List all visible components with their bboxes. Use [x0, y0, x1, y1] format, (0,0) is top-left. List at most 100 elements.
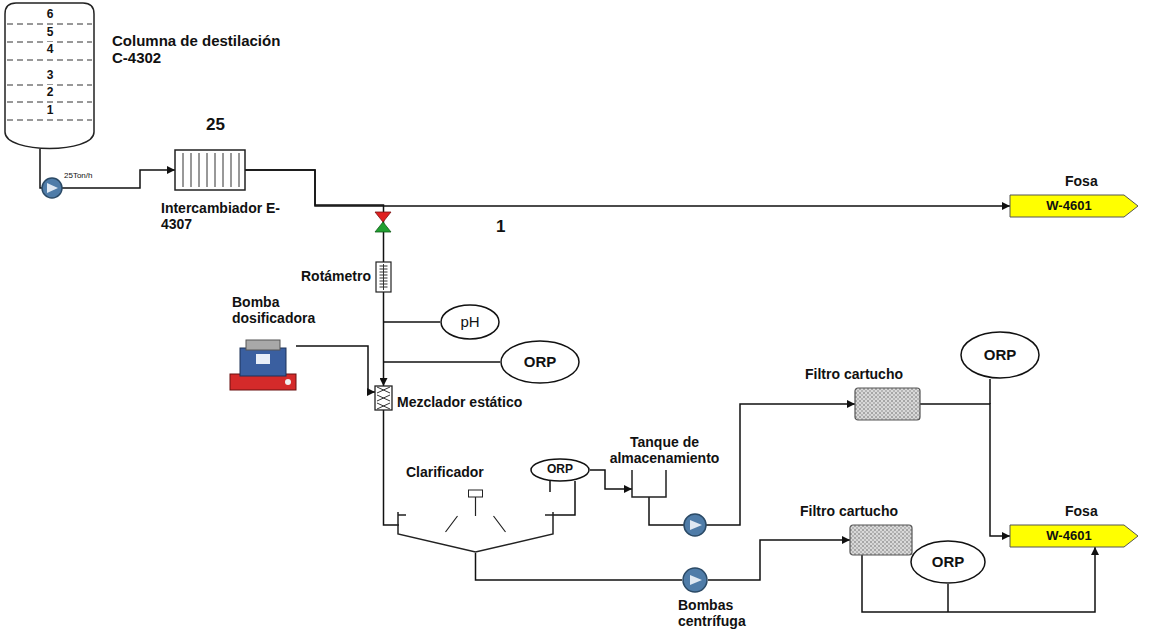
tray-number: 2 [47, 85, 54, 99]
text-holder: Fosa [1065, 503, 1098, 519]
rotameter-tick [380, 281, 388, 282]
instrument-bubble-outline [440, 304, 500, 340]
instrument-wire [384, 361, 501, 363]
tray-line [7, 102, 92, 103]
text-holder: Rotámetro [301, 268, 371, 284]
node-label: Columna de destilación C-4302 [112, 32, 280, 66]
node-label: ORP [547, 463, 573, 477]
instrument-wire [553, 481, 575, 515]
offpage-tag-outline [1010, 525, 1138, 547]
exchanger-plate [223, 153, 224, 187]
stream-number: 25 [206, 115, 225, 134]
rotameter-axis [383, 264, 384, 290]
dosing-pump: Bomba dosificadora [230, 338, 296, 390]
text-holder: Clarificador [406, 464, 484, 480]
process-line [383, 292, 385, 386]
instrument-bubble: pH [440, 304, 500, 340]
offpage-tag: FosaW-4601 [1010, 195, 1138, 217]
label-holder: 4 [40, 43, 60, 56]
process-line [245, 170, 1010, 206]
text-holder: pH [440, 304, 500, 340]
stream-number: 1 [496, 217, 505, 236]
filter-body [855, 388, 920, 420]
tray-number: 1 [47, 103, 54, 117]
text-holder: ORP [960, 331, 1040, 379]
node-label: Tanque de almacenamiento [610, 434, 720, 466]
node-label: pH [460, 313, 479, 330]
clarifier-baffle [446, 516, 506, 532]
distillation-column-outline [4, 2, 95, 152]
process-line [476, 553, 683, 580]
process-line [384, 410, 400, 525]
static-mixer-outline [375, 386, 392, 410]
pump-body [683, 568, 707, 592]
distillation-column: Columna de destilación C-4302 [4, 2, 95, 152]
cartridge-filter: Filtro cartucho [850, 525, 912, 555]
label-holder: 3 [40, 69, 60, 82]
exchanger-plate [183, 153, 184, 187]
pump-body [42, 178, 62, 198]
clarifier-outline [398, 490, 553, 555]
dosing-pump-outline [230, 338, 296, 390]
heat-exchanger-outline [175, 150, 245, 190]
instrument-bubble-outline [960, 331, 1040, 379]
exchanger-plate [199, 153, 200, 187]
text-holder: Intercambiador E-4307 [161, 200, 285, 232]
text-holder: W-4601 [1010, 525, 1138, 547]
node-label: Filtro cartucho [800, 503, 898, 519]
node-label: Intercambiador E-4307 [161, 200, 280, 232]
instrument-bubble-outline [500, 340, 580, 384]
mixer-element [377, 403, 390, 409]
rotameter-tick [380, 275, 388, 276]
instrument-bubble: ORP [960, 331, 1040, 379]
tag-code: W-4601 [1046, 529, 1091, 544]
doser-display [256, 354, 270, 364]
node-label: Filtro cartucho [805, 366, 903, 382]
label-holder: 1 [496, 218, 505, 237]
instrument-wire [989, 379, 991, 404]
instrument-wire [384, 321, 441, 323]
offpage-tag: FosaW-4601 [1010, 525, 1138, 547]
process-line [920, 404, 1010, 536]
process-line [708, 540, 850, 580]
storage-tank: Tanque de almacenamiento [632, 470, 666, 497]
label-holder: 5 [40, 26, 60, 39]
clarifier: Clarificador [398, 490, 553, 555]
tag-code: W-4601 [1046, 199, 1091, 214]
bubble-outline [911, 541, 985, 583]
exchanger-plate [207, 153, 208, 187]
instrument-bubble-outline [530, 458, 590, 482]
clarifier-drive [469, 490, 483, 497]
heat-exchanger: Intercambiador E-4307 [175, 150, 245, 190]
rotameter-tick [380, 266, 388, 267]
label-holder: 25 [206, 116, 225, 135]
valve-symbol [375, 212, 391, 232]
node-label: Fosa [1065, 173, 1098, 189]
text-holder: Bombas centrífuga [678, 597, 778, 629]
offpage-arrow [1010, 525, 1138, 547]
rotameter-tube [376, 262, 391, 292]
cartridge-filter-outline [850, 525, 912, 555]
bubble-outline [531, 459, 589, 481]
instrument-bubble: ORP [910, 540, 986, 584]
bubble-outline [501, 341, 579, 383]
node-label: Rotámetro [301, 268, 371, 284]
instrument-wire [947, 584, 949, 612]
text-holder: ORP [500, 340, 580, 384]
rotameter-tick [380, 287, 388, 288]
label-holder: 25Ton/h [64, 172, 92, 181]
doser-knob [285, 379, 291, 385]
text-holder: Mezclador estático [397, 394, 522, 410]
valve-half [375, 222, 391, 232]
process-line [590, 470, 632, 489]
tray-line [7, 42, 92, 43]
exchanger-shell [175, 150, 245, 190]
clarifier-basin [398, 512, 553, 552]
offpage-arrow [1010, 195, 1138, 217]
rotameter: Rotámetro [376, 262, 391, 292]
rotameter-tick [380, 284, 388, 285]
tray-line [7, 24, 92, 25]
